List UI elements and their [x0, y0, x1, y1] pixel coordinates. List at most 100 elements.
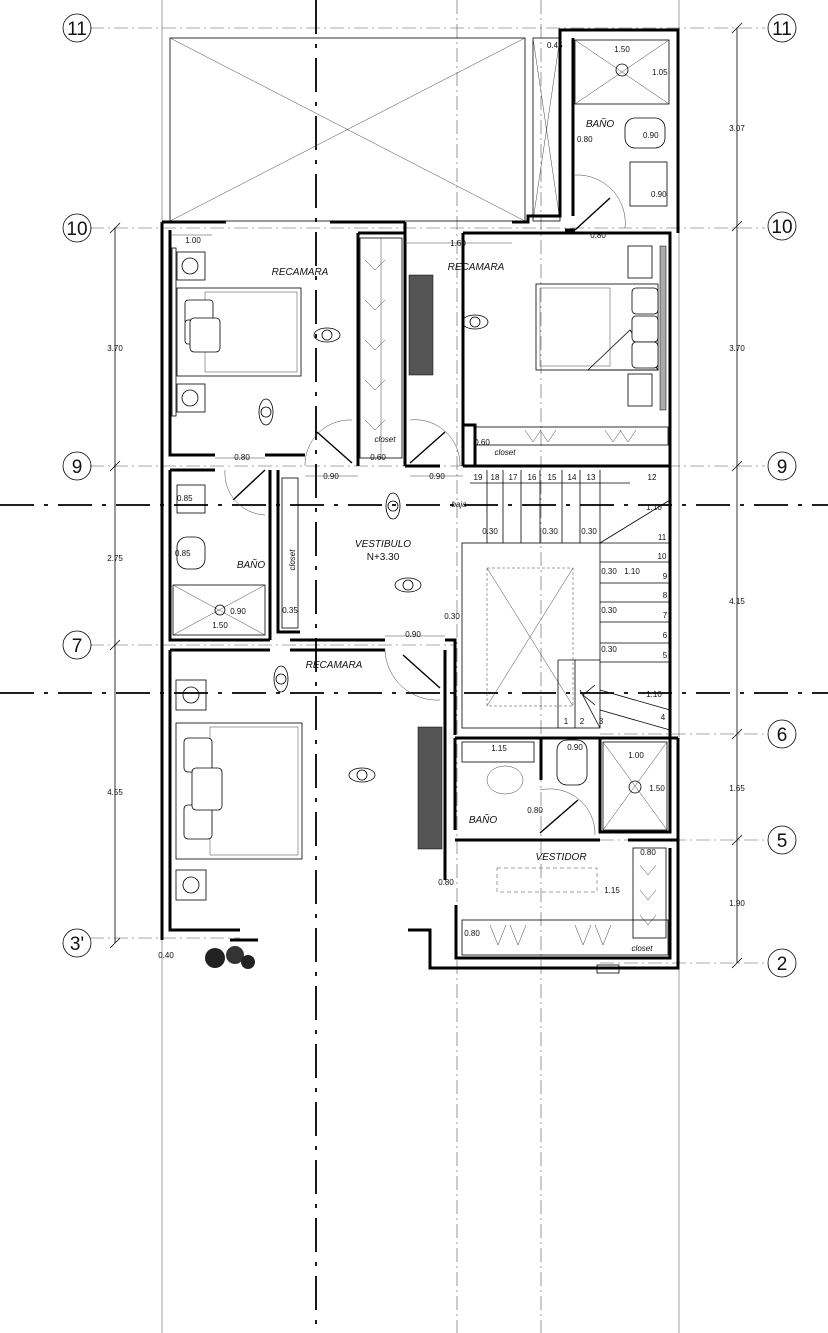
label-level: N+3.30	[367, 552, 400, 563]
svg-text:0.30: 0.30	[444, 612, 460, 621]
dim-left-4-55: 4.55	[107, 788, 123, 797]
svg-text:0.90: 0.90	[323, 472, 339, 481]
svg-text:14: 14	[568, 473, 577, 482]
svg-text:5: 5	[663, 651, 668, 660]
person-figure	[461, 314, 489, 330]
axis-bubbles: 11 11 10 10 9 9 7 6 5 3' 2	[62, 13, 797, 978]
person-figure	[394, 577, 422, 593]
svg-text:10: 10	[66, 219, 87, 240]
label-recamara-s: RECAMARA	[306, 660, 363, 671]
label-recamara-ne: RECAMARA	[448, 262, 505, 273]
svg-text:9: 9	[72, 457, 83, 478]
person-figure	[385, 492, 401, 520]
interior-dimensions: 0.45 1.50 1.05 0.80 0.90 0.90 0.80 1.00 …	[158, 41, 668, 960]
svg-text:13: 13	[587, 473, 596, 482]
dim-right-1-65: 1.65	[729, 784, 745, 793]
svg-text:1.00: 1.00	[628, 751, 644, 760]
walls	[160, 28, 680, 970]
svg-text:4: 4	[661, 713, 666, 722]
svg-text:10: 10	[771, 217, 792, 238]
svg-text:0.35: 0.35	[282, 606, 298, 615]
svg-text:3': 3'	[70, 934, 84, 955]
svg-text:0.80: 0.80	[527, 806, 543, 815]
svg-text:closet: closet	[632, 944, 654, 953]
svg-text:1.05: 1.05	[652, 68, 668, 77]
svg-text:0.90: 0.90	[651, 190, 667, 199]
svg-text:0.90: 0.90	[429, 472, 445, 481]
svg-text:6: 6	[777, 725, 788, 746]
svg-text:0.80: 0.80	[577, 135, 593, 144]
svg-text:0.90: 0.90	[230, 607, 246, 616]
svg-text:9: 9	[777, 457, 788, 478]
svg-text:11: 11	[772, 19, 792, 40]
svg-text:closet: closet	[375, 435, 397, 444]
svg-text:0.60: 0.60	[370, 453, 386, 462]
svg-text:6: 6	[663, 631, 668, 640]
furniture	[171, 39, 670, 969]
open-terrace	[169, 37, 561, 222]
svg-text:11: 11	[658, 533, 667, 542]
svg-text:0.30: 0.30	[601, 645, 617, 654]
svg-text:15: 15	[548, 473, 557, 482]
axis-bubble-11-right: 11	[767, 13, 797, 43]
svg-text:0.60: 0.60	[474, 438, 490, 447]
svg-text:5: 5	[777, 831, 788, 852]
people-figures	[258, 314, 489, 783]
svg-text:1.60: 1.60	[450, 239, 466, 248]
axis-bubble-10-right: 10	[767, 211, 797, 241]
svg-text:0.90: 0.90	[643, 131, 659, 140]
svg-text:0.30: 0.30	[601, 606, 617, 615]
dimension-chain-right: 3.07 3.70 4.15 1.65 1.90	[729, 22, 745, 969]
axis-bubble-11-left: 11	[62, 13, 92, 43]
dim-right-3-70: 3.70	[729, 344, 745, 353]
label-bano-top: BAÑO	[586, 117, 615, 130]
axis-bubble-3-prime: 3'	[62, 928, 92, 958]
svg-text:10: 10	[658, 552, 667, 561]
svg-text:1.10: 1.10	[646, 503, 662, 512]
svg-text:0.30: 0.30	[482, 527, 498, 536]
svg-text:19: 19	[474, 473, 483, 482]
svg-text:16: 16	[528, 473, 537, 482]
label-recamara-nw: RECAMARA	[272, 267, 329, 278]
svg-text:0.85: 0.85	[177, 494, 193, 503]
svg-text:0.80: 0.80	[590, 231, 606, 240]
svg-text:1.15: 1.15	[604, 886, 620, 895]
svg-text:17: 17	[509, 473, 518, 482]
svg-text:0.45: 0.45	[547, 41, 563, 50]
axis-bubble-7: 7	[62, 630, 92, 660]
axis-bubble-6: 6	[767, 719, 797, 749]
svg-text:0.90: 0.90	[567, 743, 583, 752]
svg-text:0.80: 0.80	[464, 929, 480, 938]
axis-bubble-9-left: 9	[62, 451, 92, 481]
axis-bubble-2: 2	[767, 948, 797, 978]
label-bano-se: BAÑO	[469, 813, 498, 826]
svg-text:1.00: 1.00	[185, 236, 201, 245]
svg-text:0.30: 0.30	[601, 567, 617, 576]
svg-text:11: 11	[67, 19, 87, 40]
person-figure	[313, 327, 341, 343]
axis-bubble-10-left: 10	[62, 213, 92, 243]
svg-text:1.10: 1.10	[624, 567, 640, 576]
svg-text:1: 1	[564, 717, 569, 726]
dimension-chain-left: 3.70 2.75 4.55	[107, 222, 123, 949]
svg-text:7: 7	[72, 636, 83, 657]
grid-lines	[90, 0, 765, 1333]
svg-text:0.80: 0.80	[438, 878, 454, 887]
label-vestibulo: VESTIBULO	[355, 539, 411, 550]
dim-left-3-70: 3.70	[107, 344, 123, 353]
svg-text:0.30: 0.30	[542, 527, 558, 536]
svg-text:2: 2	[580, 717, 585, 726]
svg-text:8: 8	[663, 591, 668, 600]
svg-text:0.85: 0.85	[175, 549, 191, 558]
svg-text:1.50: 1.50	[212, 621, 228, 630]
person-figure	[258, 398, 274, 426]
svg-text:12: 12	[648, 473, 657, 482]
svg-text:3: 3	[599, 717, 604, 726]
person-figure	[273, 665, 289, 693]
axis-bubble-9-right: 9	[767, 451, 797, 481]
svg-text:0.80: 0.80	[234, 453, 250, 462]
staircase: 19 18 17 16 15 14 13 12 11 10 9 8 7 6 5 …	[451, 470, 671, 731]
svg-text:7: 7	[663, 611, 668, 620]
svg-text:0.80: 0.80	[640, 848, 656, 857]
